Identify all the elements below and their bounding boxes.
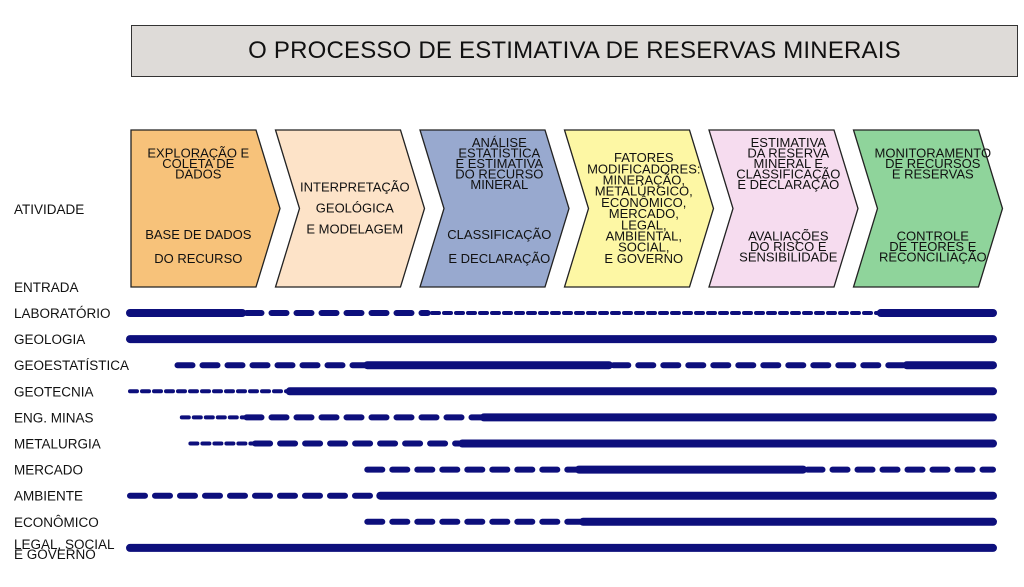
- stage-3-top-text-line: ESTATÍSTICA: [458, 145, 540, 160]
- stage-3-top-text-line: ANÁLISE: [472, 135, 527, 150]
- stage-3-top-text-line: E ESTIMATIVA: [455, 156, 543, 171]
- stage-5-top-text-line: MINERAL E: [754, 156, 824, 171]
- stage-2-text-line: E MODELAGEM: [306, 222, 403, 237]
- stage-5-bottom-text-line: AVALIAÇÕES: [748, 228, 829, 243]
- stage-4-chevron: [563, 129, 715, 288]
- discipline-label: GEOLOGIA: [14, 332, 85, 347]
- stage-6-bottom-text-line: DE TEORES E: [889, 239, 977, 254]
- stage-2-text-line: INTERPRETAÇÃO: [300, 179, 410, 194]
- discipline-labels: LABORATÓRIO GEOLOGIA GEOESTATÍSTICA GEOTECN…: [14, 306, 129, 562]
- stage-4-text-line: MERCADO,: [609, 206, 679, 221]
- stage-4-text-line: FATORES: [614, 150, 674, 165]
- input-label: ENTRADA: [14, 280, 79, 295]
- stage-5-top-text-line: E DECLARAÇÃO: [737, 177, 839, 192]
- discipline-label: METALURGIA: [14, 437, 101, 452]
- stage-6-top-text-line: E RESERVAS: [892, 167, 974, 182]
- stage-5-bottom-text-line: DO RISCO E: [750, 239, 827, 254]
- discipline-label: GEOESTATÍSTICA: [14, 358, 129, 373]
- stage-4-text-line: ECONÔMICO,: [601, 195, 686, 210]
- stage-5-top-text-line: ESTIMATIVA: [751, 135, 827, 150]
- activity-label: ATIVIDADE: [14, 202, 84, 217]
- stage-3-chevron: [419, 129, 570, 288]
- discipline-label: MERCADO: [14, 463, 83, 478]
- stage-1-top-text-line: EXPLORAÇÃO E: [147, 145, 249, 160]
- stage-4-text-line: MODIFICADORES:: [587, 161, 700, 176]
- stage-3-top-text-line: DO RECURSO: [455, 167, 543, 182]
- stage-6-top-text-line: DE RECURSOS: [885, 156, 981, 171]
- stage-3-top-text-line: MINERAL: [470, 177, 528, 192]
- stage-6-chevron: [852, 129, 1004, 288]
- stage-1-top-text-line: COLETA DE: [162, 156, 234, 171]
- stage-4-text-line: LEGAL,: [621, 217, 667, 232]
- stage-1-bottom-text-line: BASE DE DADOS: [145, 227, 252, 242]
- stage-2-chevron: [274, 129, 426, 288]
- discipline-label: AMBIENTE: [14, 489, 83, 504]
- stage-5-top-text-line: DA RESERVA: [747, 145, 829, 160]
- stage-2-text-line: GEOLÓGICA: [316, 201, 394, 216]
- discipline-label: ENG. MINAS: [14, 410, 94, 425]
- stage-4-text-line: METALÚRGICO,: [595, 184, 693, 199]
- stage-5-bottom-text-line: SENSIBILIDADE: [739, 250, 838, 265]
- stage-1-top-text-line: DADOS: [175, 167, 222, 182]
- discipline-label: GEOTECNIA: [14, 384, 94, 399]
- stage-5-chevron: [708, 129, 859, 288]
- discipline-label: ECONÔMICO: [14, 515, 99, 530]
- stage-6-top-text-line: MONITORAMENTO: [875, 145, 992, 160]
- stage-4-text-line: SOCIAL,: [618, 240, 669, 255]
- stage-4-text-line: E GOVERNO: [604, 251, 683, 266]
- stage-4-text-line: AMBIENTAL,: [606, 229, 682, 244]
- discipline-lines: [126, 309, 997, 552]
- stage-5-top-text-line: CLASSIFICAÇÃO: [736, 167, 840, 182]
- discipline-label: LABORATÓRIO: [14, 306, 111, 321]
- stage-4-text-line: MINERAÇÃO,: [603, 173, 685, 188]
- stage-1-chevron: [130, 129, 281, 288]
- stage-1-bottom-text-line: DO RECURSO: [154, 251, 242, 266]
- stage-6-bottom-text-line: CONTROLE: [897, 228, 970, 243]
- stage-3-bottom-text-line: CLASSIFICAÇÃO: [447, 227, 551, 242]
- stage-3-bottom-text-line: E DECLARAÇÃO: [448, 251, 550, 266]
- diagram-title: O PROCESSO DE ESTIMATIVA DE RESERVAS MIN…: [131, 25, 1018, 77]
- stage-6-bottom-text-line: RECONCILIAÇÃO: [879, 250, 987, 265]
